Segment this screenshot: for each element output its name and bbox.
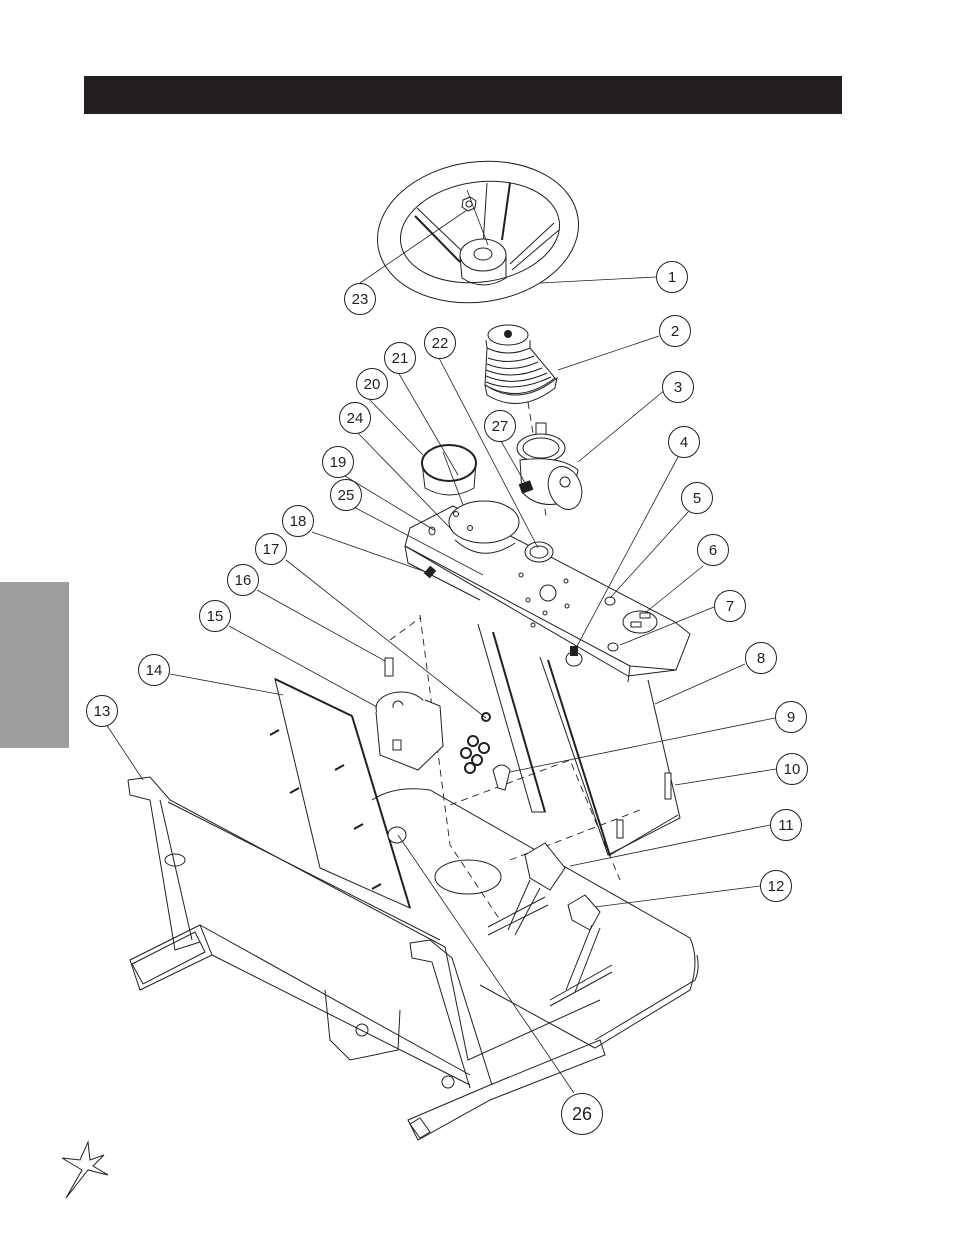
callout-25: 25 [330,479,362,511]
callout-24: 24 [339,402,371,434]
callout-19: 19 [322,446,354,478]
callout-10: 10 [776,753,808,785]
steering-column-assembly [516,422,583,510]
hydraulic-pump [375,657,511,791]
cover-panel [269,678,411,909]
callout-21: 21 [384,342,416,374]
callout-9: 9 [775,701,807,733]
callout-13: 13 [86,695,118,727]
floor-plate [371,788,696,1049]
callout-2: 2 [659,315,691,347]
callout-8: 8 [745,642,777,674]
callout-26: 26 [561,1093,603,1135]
callout-5: 5 [681,482,713,514]
callout-7: 7 [714,590,746,622]
callout-27: 27 [484,410,516,442]
dash-console [404,500,691,683]
callout-6: 6 [697,534,729,566]
steering-wheel [377,160,579,304]
callout-16: 16 [227,564,259,596]
pedals [507,842,601,993]
callout-15: 15 [199,600,231,632]
frame [127,776,699,1141]
callout-14: 14 [138,654,170,686]
section-title-bar [84,76,842,114]
callout-18: 18 [282,505,314,537]
callout-22: 22 [424,327,456,359]
steering-boot [484,324,558,404]
callout-23: 23 [344,283,376,315]
leader-lines [105,209,777,1094]
callout-1: 1 [656,261,688,293]
chapter-side-tab [0,582,69,748]
callout-11: 11 [770,809,802,841]
callout-12: 12 [760,870,792,902]
callout-3: 3 [662,371,694,403]
callout-17: 17 [255,533,287,565]
callout-20: 20 [356,368,388,400]
starburst-logo-icon [61,1140,108,1199]
callout-4: 4 [668,426,700,458]
